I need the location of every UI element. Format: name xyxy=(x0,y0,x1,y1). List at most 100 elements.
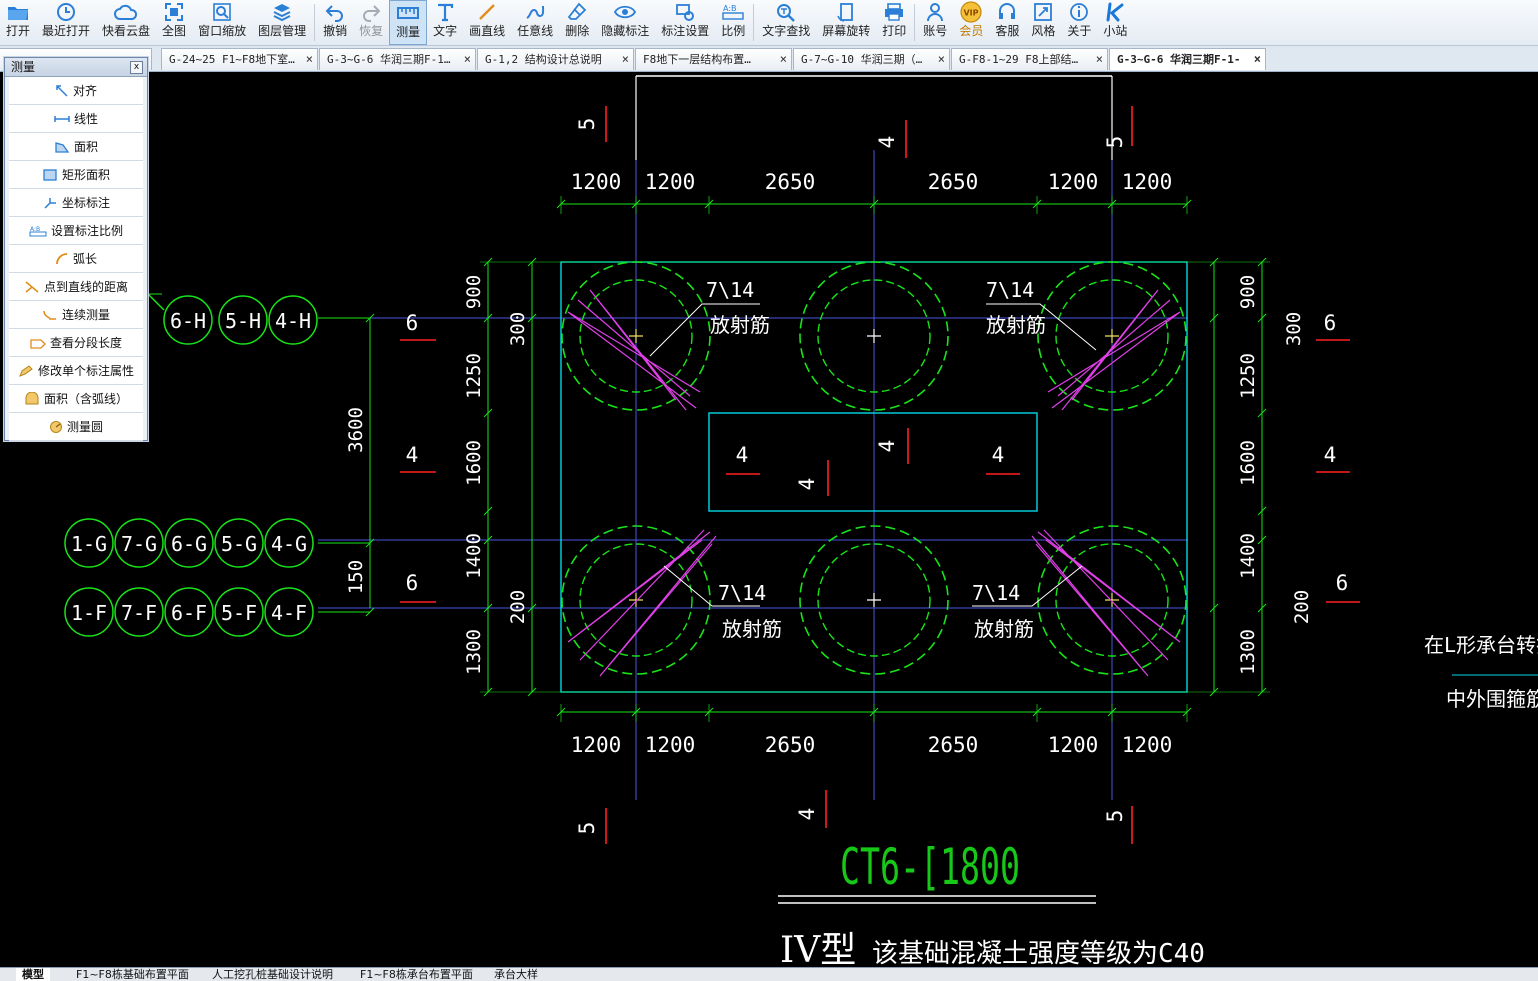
pile-center-mark xyxy=(1105,329,1119,343)
pile-outer-circle xyxy=(799,525,949,675)
pile-inner-circle xyxy=(1055,279,1169,393)
pile-outer-circle xyxy=(799,261,949,411)
side-note-2: 中外围箍筋重叠 xyxy=(1446,687,1538,711)
vip-icon: VIP xyxy=(960,1,982,23)
delete-label: 删除 xyxy=(565,24,590,38)
dim-right-2: 1250 xyxy=(1237,353,1259,399)
tab-close-icon[interactable]: × xyxy=(1095,52,1103,66)
tab-close-icon[interactable]: × xyxy=(1253,52,1261,66)
tab-doc-1[interactable]: G-24~25 F1~F8地下室…× xyxy=(161,48,318,70)
measure-item-label: 弧长 xyxy=(72,252,97,266)
measure-circle-item[interactable]: 测量圆 xyxy=(9,413,143,441)
layout-tab-pile-notes[interactable]: 人工挖孔桩基础设计说明 xyxy=(212,968,333,981)
measure-button[interactable]: 测量 xyxy=(389,0,428,45)
measure-item-label: 坐标标注 xyxy=(61,196,110,210)
tab-label: G-F8-1~29 F8上部结… xyxy=(959,53,1079,66)
scale-button[interactable]: A:B 比例 xyxy=(715,0,751,45)
tab-doc-3[interactable]: G-1,2 结构设计总说明× xyxy=(477,48,634,70)
axis-bubble-label: 6-F xyxy=(171,601,207,625)
rebar-name-bottom-left: 放射筋 xyxy=(722,617,782,641)
measure-arc-area-item[interactable]: 面积（含弧线） xyxy=(9,385,143,413)
mini-site-button[interactable]: 小站 xyxy=(1097,0,1133,45)
axis-bubble-label: 7-F xyxy=(121,601,157,625)
delete-button[interactable]: 删除 xyxy=(559,0,595,45)
axis-bubble-label: 5-H xyxy=(225,309,261,333)
vertical-dimension-text: 900 1250 1600 1400 1300 300 200 900 1250… xyxy=(345,275,1313,675)
main-toolbar: 打开 最近打开 快看云盘 全图 窗口缩放 图层管理 撤销 恢复 测量 文字 画直… xyxy=(0,0,1538,46)
full-view-button[interactable]: 全图 xyxy=(156,0,192,45)
dim-top-3: 2650 xyxy=(765,170,816,194)
tab-doc-active[interactable]: G-3~G-6 华润三期F-1- × xyxy=(1109,48,1266,70)
area-icon xyxy=(55,141,70,153)
axis-lines xyxy=(318,150,1188,800)
print-button[interactable]: 打印 xyxy=(876,0,912,45)
measure-panel-close-icon[interactable]: x xyxy=(130,61,143,74)
undo-button[interactable]: 撤销 xyxy=(317,0,353,45)
style-button[interactable]: 风格 xyxy=(1025,0,1061,45)
measure-continuous-item[interactable]: 连续测量 xyxy=(9,301,143,329)
measure-item-label: 对齐 xyxy=(72,84,97,98)
measure-item-label: 测量圆 xyxy=(66,420,103,434)
layout-tab-foundation-plan[interactable]: F1~F8栋基础布置平面 xyxy=(76,968,189,981)
measure-area-item[interactable]: 面积 xyxy=(9,133,143,161)
pile-center-mark xyxy=(867,593,881,607)
about-button[interactable]: 关于 xyxy=(1061,0,1097,45)
tab-doc-6[interactable]: G-F8-1~29 F8上部结… × xyxy=(951,48,1108,70)
measure-point-line-item[interactable]: 点到直线的距离 xyxy=(9,273,143,301)
screen-rotate-button[interactable]: 屏幕旋转 xyxy=(816,0,876,45)
layout-tab-cap-detail[interactable]: 承台大样 xyxy=(494,968,538,981)
dim-top-5: 1200 xyxy=(1048,170,1099,194)
measure-panel-header[interactable]: 测量 x xyxy=(5,58,147,77)
measure-segment-length-item[interactable]: 查看分段长度 xyxy=(9,329,143,357)
tab-close-icon[interactable]: × xyxy=(621,52,629,66)
cap-title: CT6-[1800 xyxy=(840,838,1020,896)
tab-doc-2[interactable]: G-3~G-6 华润三期F-1…× xyxy=(319,48,476,70)
eye-icon xyxy=(614,5,637,19)
dim-right-5: 1300 xyxy=(1237,629,1259,675)
tab-doc-5[interactable]: G-7~G-10 华润三期（…× xyxy=(793,48,950,70)
free-line-button[interactable]: 任意线 xyxy=(511,0,559,45)
vip-button[interactable]: VIP 会员 xyxy=(953,0,989,45)
open-button[interactable]: 打开 xyxy=(0,0,36,45)
edit-annotation-icon xyxy=(19,364,33,377)
hide-annotation-button[interactable]: 隐藏标注 xyxy=(595,0,655,45)
account-button[interactable]: 账号 xyxy=(917,0,953,45)
annotation-settings-button[interactable]: 标注设置 xyxy=(655,0,715,45)
measure-linear-item[interactable]: 线性 xyxy=(9,105,143,133)
measure-align-item[interactable]: 对齐 xyxy=(9,77,143,105)
text-search-button[interactable]: 文字查找 xyxy=(756,0,816,45)
tab-close-icon[interactable]: × xyxy=(937,52,945,66)
support-button[interactable]: 客服 xyxy=(989,0,1025,45)
recent-button[interactable]: 最近打开 xyxy=(36,0,96,45)
account-label: 账号 xyxy=(923,24,948,38)
svg-text:A:B: A:B xyxy=(30,226,40,233)
vip-badge-text: VIP xyxy=(964,9,979,18)
text-button[interactable]: 文字 xyxy=(427,0,463,45)
tab-doc-4[interactable]: F8地下一层结构布置…× xyxy=(635,48,792,70)
svg-text:A:B: A:B xyxy=(723,4,737,13)
redo-button[interactable]: 恢复 xyxy=(353,0,389,45)
tab-close-icon[interactable]: × xyxy=(779,52,787,66)
segment-length-icon xyxy=(30,338,46,349)
measure-item-label: 面积 xyxy=(73,140,98,154)
draw-line-button[interactable]: 画直线 xyxy=(463,0,511,45)
dimension-tick xyxy=(527,313,537,323)
measure-coordinate-item[interactable]: 坐标标注 xyxy=(9,189,143,217)
layer-manager-button[interactable]: 图层管理 xyxy=(252,0,312,45)
style-label: 风格 xyxy=(1031,24,1056,38)
axis-bubble xyxy=(164,587,214,637)
tab-close-icon[interactable]: × xyxy=(305,52,313,66)
tab-label: G-3~G-6 华润三期F-1- xyxy=(1117,53,1241,66)
cloud-disk-button[interactable]: 快看云盘 xyxy=(96,0,156,45)
measure-edit-annotation-item[interactable]: 修改单个标注属性 xyxy=(9,357,143,385)
measure-arc-length-item[interactable]: 弧长 xyxy=(9,245,143,273)
tab-close-icon[interactable]: × xyxy=(463,52,471,66)
window-zoom-button[interactable]: 窗口缩放 xyxy=(192,0,252,45)
layout-tab-model[interactable]: 模型 xyxy=(16,968,50,981)
info-icon xyxy=(1070,3,1089,21)
layout-tab-cap-plan[interactable]: F1~F8栋承台布置平面 xyxy=(360,968,473,981)
measure-rect-area-item[interactable]: 矩形面积 xyxy=(9,161,143,189)
